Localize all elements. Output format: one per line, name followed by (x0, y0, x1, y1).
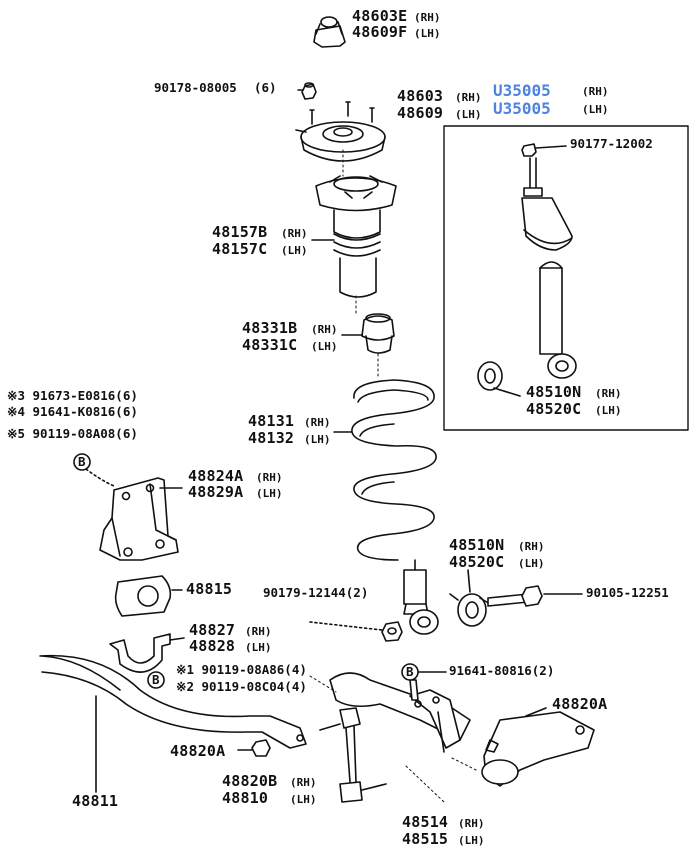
part-48510n: 48510N (449, 536, 505, 554)
stabilizer-bar (39, 654, 307, 793)
side-rh: (RH) (256, 471, 283, 484)
side-rh: (RH) (281, 227, 308, 240)
part-48331c: 48331C (242, 336, 298, 354)
part-48609: 48609 (397, 104, 444, 122)
note-91641: ※4 91641-K0816(6) (7, 404, 138, 419)
side-lh: (LH) (290, 793, 317, 806)
side-rh: (RH) (245, 625, 272, 638)
part-48157b: 48157B (212, 223, 268, 241)
side-lh: (LH) (256, 487, 283, 500)
nut-90179 (309, 621, 403, 642)
dust-boot (311, 175, 397, 298)
side-lh: (LH) (595, 404, 622, 417)
part-48514: 48514 (402, 813, 449, 831)
part-48810: 48810 (222, 789, 269, 807)
bolt-90105 (487, 585, 583, 607)
part-48609f: 48609F (352, 23, 408, 41)
part-48815: 48815 (186, 580, 233, 598)
part-90105: 90105-12251 (586, 585, 669, 600)
side-lh: (LH) (455, 108, 482, 121)
side-rh: (RH) (290, 776, 317, 789)
side-rh: (RH) (595, 387, 622, 400)
bushing-lower (449, 569, 491, 627)
part-48331b: 48331B (242, 319, 298, 337)
callout-b-letter: B (406, 664, 414, 679)
side-rh: (RH) (304, 416, 331, 429)
guide-lines (309, 149, 477, 803)
part-48157c: 48157C (212, 240, 268, 258)
part-48829a: 48829A (188, 483, 244, 501)
side-rh: (RH) (311, 323, 338, 336)
part-90119-08a86: ※1 90119-08A86(4) (176, 662, 307, 677)
part-48520c: 48520C (449, 553, 505, 571)
note-90119: ※5 90119-08A08(6) (7, 426, 138, 441)
bolt-91641 (409, 671, 447, 701)
part-48824a: 48824A (188, 467, 244, 485)
callout-b (73, 453, 419, 689)
bushing-clamp (109, 633, 185, 673)
side-rh: (RH) (458, 817, 485, 830)
side-lh: (LH) (414, 27, 441, 40)
side-rh: (RH) (582, 85, 609, 98)
side-rh: (RH) (455, 91, 482, 104)
coil-spring (333, 379, 437, 561)
part-48820a-right: 48820A (552, 695, 608, 713)
shock-lower (403, 559, 439, 635)
part-u35005-rh[interactable]: U35005 (493, 81, 551, 100)
part-90177: 90177-12002 (570, 136, 653, 151)
part-90119-08c04: ※2 90119-08C04(4) (176, 679, 307, 694)
part-u35005-lh[interactable]: U35005 (493, 99, 551, 118)
shock-assembly-inset (443, 125, 689, 431)
callout-b-letter: B (152, 672, 160, 687)
part-48520c-inset: 48520C (526, 400, 582, 418)
knuckle-joint (481, 707, 595, 787)
part-48510n-inset: 48510N (526, 383, 582, 401)
nut-48820a-left (237, 739, 271, 757)
side-rh: (RH) (414, 11, 441, 24)
callout-b-letter: B (78, 454, 86, 469)
side-rh: (RH) (518, 540, 545, 553)
stabilizer-bracket (81, 465, 183, 561)
part-48131: 48131 (248, 412, 295, 430)
side-lh: (LH) (518, 557, 545, 570)
part-48603: 48603 (397, 87, 444, 105)
part-48820a-left: 48820A (170, 742, 226, 760)
note-91673: ※3 91673-E0816(6) (7, 388, 138, 403)
part-48603e: 48603E (352, 7, 408, 25)
part-90178: 90178-08005 (154, 80, 237, 95)
lower-arm (329, 672, 471, 753)
stabilizer-bushing (114, 575, 183, 617)
part-48811: 48811 (72, 792, 119, 810)
stabilizer-link (319, 707, 387, 803)
part-48820b: 48820B (222, 772, 278, 790)
part-48828: 48828 (189, 637, 236, 655)
part-91641: 91641-80816(2) (449, 663, 555, 678)
side-lh: (LH) (458, 834, 485, 847)
nut-90178 (297, 82, 317, 100)
side-lh: (LH) (304, 433, 331, 446)
qty: (6) (254, 80, 277, 95)
part-48515: 48515 (402, 830, 449, 848)
side-lh: (LH) (582, 103, 609, 116)
strut-cap (313, 16, 346, 48)
side-lh: (LH) (245, 641, 272, 654)
part-90179: 90179-12144(2) (263, 585, 369, 600)
bump-stopper (341, 313, 395, 354)
part-48827: 48827 (189, 621, 236, 639)
strut-mount (295, 101, 386, 162)
side-lh: (LH) (281, 244, 308, 257)
side-lh: (LH) (311, 340, 338, 353)
part-48132: 48132 (248, 429, 295, 447)
